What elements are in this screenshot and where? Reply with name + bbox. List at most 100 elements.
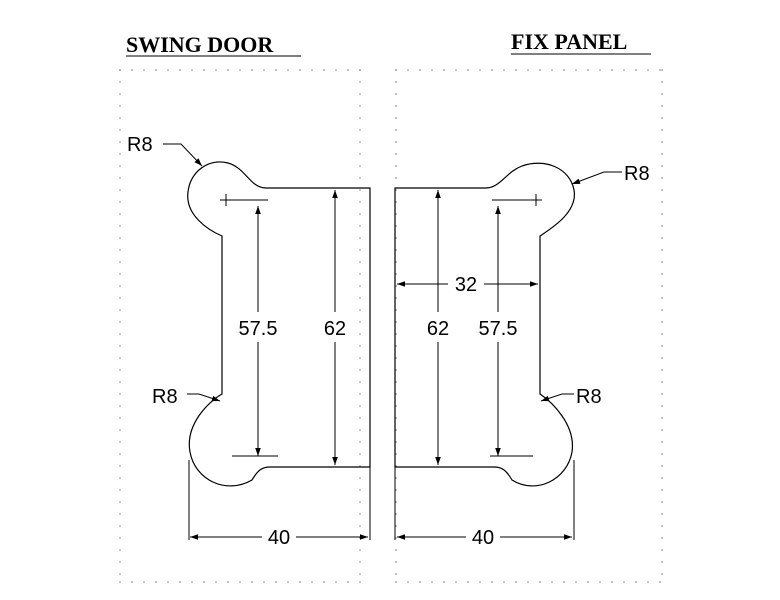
frame-dot: [251, 69, 253, 71]
fix-panel-outer-height-label: 62: [427, 318, 449, 340]
frame-dot: [119, 273, 121, 275]
frame-dot: [227, 581, 229, 583]
frame-dot: [119, 561, 121, 563]
frame-dot: [661, 357, 663, 359]
frame-dot: [661, 429, 663, 431]
frame-dot: [359, 249, 361, 251]
frame-dot: [359, 177, 361, 179]
frame-dot: [647, 581, 649, 583]
frame-dot: [227, 69, 229, 71]
frame-dot: [551, 581, 553, 583]
frame-dot: [119, 189, 121, 191]
frame-dot: [467, 581, 469, 583]
frame-dot: [359, 117, 361, 119]
frame-dot: [347, 69, 349, 71]
frame-dot: [119, 501, 121, 503]
frame-dot: [203, 581, 205, 583]
frame-dot: [119, 345, 121, 347]
frame-dot: [359, 141, 361, 143]
frame-dot: [119, 129, 121, 131]
frame-dot: [359, 213, 361, 215]
frame-dot: [119, 489, 121, 491]
frame-dot: [359, 513, 361, 515]
frame-dot: [419, 581, 421, 583]
frame-dot: [661, 477, 663, 479]
frame-dot: [395, 81, 397, 83]
frame-dot: [311, 581, 313, 583]
frame-dot: [661, 153, 663, 155]
frame-dot: [661, 69, 663, 71]
fix-panel-profile: 32 62 57.5 40 R8 R8: [394, 162, 650, 549]
frame-dot: [287, 581, 289, 583]
frame-dot: [119, 465, 121, 467]
frame-dot: [143, 581, 145, 583]
frame-dot: [179, 69, 181, 71]
frame-dot: [131, 581, 133, 583]
frame-dot: [359, 81, 361, 83]
frame-dot: [119, 285, 121, 287]
frame-dot: [551, 69, 553, 71]
frame-dot: [359, 237, 361, 239]
frame-dot: [661, 141, 663, 143]
frame-dot: [359, 561, 361, 563]
frame-dot: [359, 489, 361, 491]
frame-dot: [359, 369, 361, 371]
frame-dot: [119, 537, 121, 539]
frame-dot: [359, 357, 361, 359]
frame-dot: [661, 117, 663, 119]
frame-dot: [119, 333, 121, 335]
frame-dot: [119, 417, 121, 419]
frame-dot: [575, 69, 577, 71]
frame-dot: [661, 81, 663, 83]
frame-dot: [563, 69, 565, 71]
frame-dot: [119, 369, 121, 371]
frame-dot: [335, 581, 337, 583]
frame-dot: [661, 261, 663, 263]
frame-dot: [395, 129, 397, 131]
frame-dot: [359, 273, 361, 275]
frame-dot: [395, 69, 397, 71]
frame-dot: [661, 369, 663, 371]
frame-dot: [395, 561, 397, 563]
frame-dot: [395, 573, 397, 575]
frame-dot: [611, 581, 613, 583]
frame-dot: [119, 357, 121, 359]
frame-dot: [661, 105, 663, 107]
frame-dot: [661, 165, 663, 167]
frame-dot: [119, 93, 121, 95]
swing-door-radius-top-leader: [163, 143, 203, 167]
frame-dot: [119, 225, 121, 227]
frame-dot: [659, 581, 661, 583]
frame-dot: [119, 477, 121, 479]
frame-dot: [661, 441, 663, 443]
frame-dot: [431, 69, 433, 71]
frame-dot: [119, 165, 121, 167]
frame-dot: [119, 453, 121, 455]
frame-dot: [359, 105, 361, 107]
frame-dot: [587, 581, 589, 583]
frame-dot: [661, 465, 663, 467]
frame-dot: [395, 501, 397, 503]
frame-dot: [575, 581, 577, 583]
frame-dot: [455, 581, 457, 583]
frame-dot: [359, 189, 361, 191]
fix-panel-radius-top-label: R8: [624, 163, 650, 185]
frame-dot: [395, 525, 397, 527]
frame-dot: [335, 69, 337, 71]
frame-dot: [359, 429, 361, 431]
frame-dot: [359, 285, 361, 287]
frame-dot: [119, 321, 121, 323]
frame-dot: [395, 105, 397, 107]
frame-dot: [191, 581, 193, 583]
frame-dot: [287, 69, 289, 71]
frame-dot: [119, 581, 121, 583]
frame-dot: [659, 69, 661, 71]
frame-dot: [263, 69, 265, 71]
frame-dot: [503, 69, 505, 71]
frame-dot: [661, 309, 663, 311]
frame-dot: [395, 549, 397, 551]
frame-dot: [661, 561, 663, 563]
frame-dot: [491, 581, 493, 583]
frame-dot: [275, 581, 277, 583]
frame-dot: [119, 153, 121, 155]
